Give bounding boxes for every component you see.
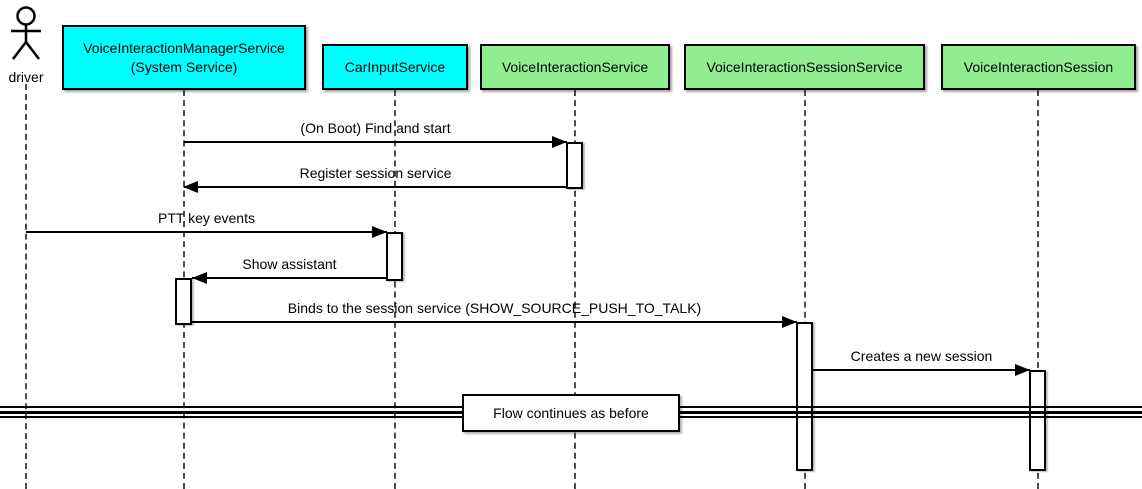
lifeline-driver (25, 84, 27, 489)
arrowhead-icon (192, 272, 207, 284)
participant-voice-interaction-service: VoiceInteractionService (480, 44, 670, 90)
activation-voice-interaction-session (1029, 370, 1046, 471)
participant-subtitle: (System Service) (130, 58, 238, 75)
message-line (192, 277, 387, 279)
actor-driver: driver (4, 5, 48, 85)
arrowhead-icon (183, 181, 198, 193)
message-label: Creates a new session (850, 348, 993, 364)
participant-name: CarInputService (344, 58, 446, 75)
message-line (26, 231, 387, 233)
participant-car-input-service: CarInputService (322, 44, 468, 90)
message-label: Show assistant (242, 256, 337, 272)
message-line (192, 321, 797, 323)
message-label: Register session service (299, 165, 452, 181)
activation-car-input-service (386, 232, 403, 281)
activation-voice-interaction-manager-service (175, 278, 192, 325)
actor-label: driver (8, 69, 44, 85)
lifeline-car-input-service (394, 90, 396, 489)
participant-voice-interaction-session-service: VoiceInteractionSessionService (684, 44, 925, 90)
participant-name: VoiceInteractionSessionService (706, 58, 903, 75)
message-line (184, 186, 567, 188)
lifeline-voice-interaction-session (1037, 90, 1039, 489)
participant-name: VoiceInteractionService (501, 58, 649, 75)
message-label: PTT key events (157, 210, 255, 226)
message-line (813, 369, 1030, 371)
actor-icon (11, 6, 41, 60)
participant-name: VoiceInteractionManagerService (83, 40, 285, 57)
activation-voice-interaction-service (566, 142, 583, 189)
arrowhead-icon (782, 316, 797, 328)
activation-voice-interaction-session-service (796, 322, 813, 471)
lifeline-voice-interaction-service (574, 90, 576, 489)
message-label: Binds to the session service (SHOW_SOURC… (287, 300, 702, 316)
participant-name: VoiceInteractionSession (963, 58, 1114, 75)
divider-label-box: Flow continues as before (462, 394, 680, 432)
arrowhead-icon (552, 136, 567, 148)
message-line (184, 141, 567, 143)
divider-label: Flow continues as before (493, 405, 649, 421)
participant-voice-interaction-manager-service: VoiceInteractionManagerService (System S… (62, 25, 306, 90)
arrowhead-icon (1015, 364, 1030, 376)
arrowhead-icon (372, 226, 387, 238)
lifeline-voice-interaction-session-service (804, 90, 806, 489)
participant-voice-interaction-session: VoiceInteractionSession (941, 44, 1136, 90)
message-label: (On Boot) Find and start (300, 120, 451, 136)
